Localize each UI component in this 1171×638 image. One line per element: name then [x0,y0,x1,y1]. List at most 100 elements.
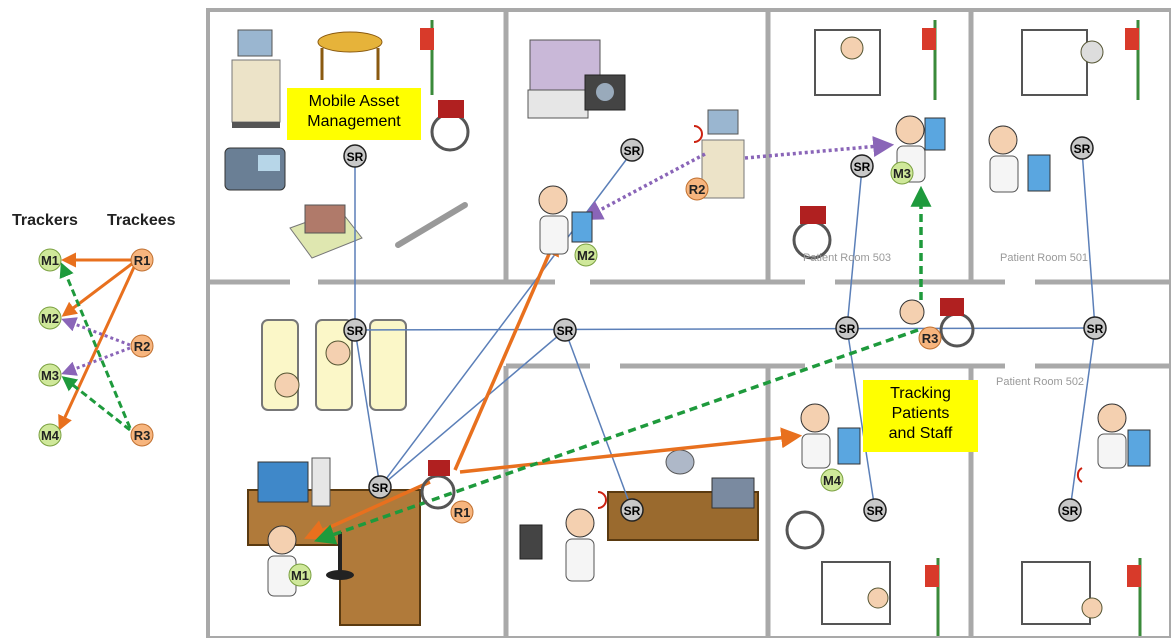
nurse-icon [267,525,297,597]
sensor-link [1069,327,1096,511]
nurse-icon [988,125,1051,193]
sensor-router-label: SR [624,504,641,518]
legend-tracker-m2: M2 [38,306,62,330]
sensor-router-label: SR [1074,142,1091,156]
room-label-503: Patient Room 503 [803,252,891,264]
arrow-r2-to-m2 [581,152,706,220]
sensor-router: SR [620,498,644,522]
legend-arrow-r1-m2 [61,261,134,317]
sensor-router: SR [1070,136,1094,160]
sensor-router: SR [1058,498,1082,522]
legend-trackee-r2: R2 [130,334,154,358]
bed-icon [821,561,891,625]
legend-arrow-r3-m1 [59,262,132,429]
legend-tracker-m4-label: M4 [41,428,60,443]
legend-trackee-r3-label: R3 [134,428,151,443]
legend-tracker-m3-label: M3 [41,368,59,383]
tracker-tag-m2: M2 [574,243,598,267]
blood-pressure-monitor-icon [224,147,286,191]
wheelchair-icon [792,206,832,260]
iv-pole-icon [922,20,937,100]
legend-trackee-r1-label: R1 [134,253,151,268]
sensor-router-label: SR [557,324,574,338]
asset-callout-line1: Mobile Asset [308,93,400,110]
legend-arrow-r2-m2 [61,317,131,347]
stretcher-icon [317,31,383,80]
trackee-tag-r1-label: R1 [454,505,471,520]
sensor-router-label: SR [854,160,871,174]
room-labels: Patient Room 503 Patient Room 501 Patien… [803,252,1088,388]
sensor-router-label: SR [1087,322,1104,336]
arrow-r1-to-m2 [453,234,559,471]
sensor-router: SR [850,154,874,178]
iv-pole-icon [1125,20,1140,100]
sofa-icon [261,319,407,411]
sensor-router: SR [553,318,577,342]
sensor-router: SR [1083,316,1107,340]
sensor-link [379,329,566,488]
trackee-tag-r1: R1 [450,500,474,524]
security-panel-icon [519,524,543,560]
doctor-icon [565,491,607,582]
reception-desk-icon [247,457,421,626]
wheelchair-icon [785,510,825,550]
tracker-tag-m3: M3 [890,161,914,185]
legend-trackee-r3: R3 [130,423,154,447]
floor-tags: M1 M2 M3 M4 R1 R2 R3 [288,161,942,587]
sensor-router-label: SR [624,144,641,158]
trackee-tag-r3: R3 [918,326,942,350]
sensor-router-label: SR [347,324,364,338]
sensor-router: SR [835,316,859,340]
sensor-router-label: SR [1062,504,1079,518]
tracking-arrows [304,136,932,545]
trackee-tag-r2-label: R2 [689,182,706,197]
medical-cart-icon [231,29,281,128]
sensor-router-label: SR [867,504,884,518]
trackees-label: Trackees [107,212,176,229]
tracking-callout: Tracking Patients and Staff [863,380,978,452]
trackers-label: Trackers [12,212,78,229]
legend-tracker-m1-label: M1 [41,253,59,268]
bed-icon [814,29,881,96]
trackee-tag-r2: R2 [685,177,709,201]
room-label-502: Patient Room 502 [996,376,1084,388]
scene-props [224,20,1151,636]
nurse-icon [800,403,861,469]
medical-cart-icon [693,109,745,199]
sensor-router: SR [343,144,367,168]
sensor-router-label: SR [839,322,856,336]
sensor-link [564,329,633,511]
tracker-tag-m2-label: M2 [577,248,595,263]
sensor-link [846,167,863,329]
arrow-r2-to-m3 [744,136,895,160]
floor-figures [267,115,1051,597]
iv-pole-icon [925,558,940,636]
doctor-icon [1076,403,1151,483]
legend-tracker-m4: M4 [38,423,62,447]
sensor-router: SR [620,138,644,162]
iv-pole-icon [1127,558,1142,636]
patient-wheelchair-icon [899,298,975,348]
sensor-link [1081,149,1096,329]
sensor-router: SR [368,475,392,499]
tracker-tag-m4: M4 [820,468,844,492]
arrow-r1-to-m4 [459,427,803,474]
ct-scanner-icon [527,39,626,119]
tracker-tag-m1: M1 [288,563,312,587]
sensor-routers: SR SR SR SR SR SR SR SR SR SR SR SR [343,136,1107,522]
legend-tracker-m3: M3 [38,363,62,387]
sensor-router: SR [343,318,367,342]
tracker-tag-m3-label: M3 [893,166,911,181]
legend-tracker-m1: M1 [38,248,62,272]
legend-tracker-m2-label: M2 [41,311,59,326]
sensor-router: SR [863,498,887,522]
tracker-tag-m4-label: M4 [823,473,842,488]
wheelchair-icon [430,100,470,152]
tracking-callout-line3: and Staff [888,425,953,442]
camera-icon [665,449,695,475]
sensor-router-label: SR [347,150,364,164]
room-label-501: Patient Room 501 [1000,252,1088,264]
legend-arrow-r1-m4 [58,264,137,431]
sensor-link [354,329,381,488]
